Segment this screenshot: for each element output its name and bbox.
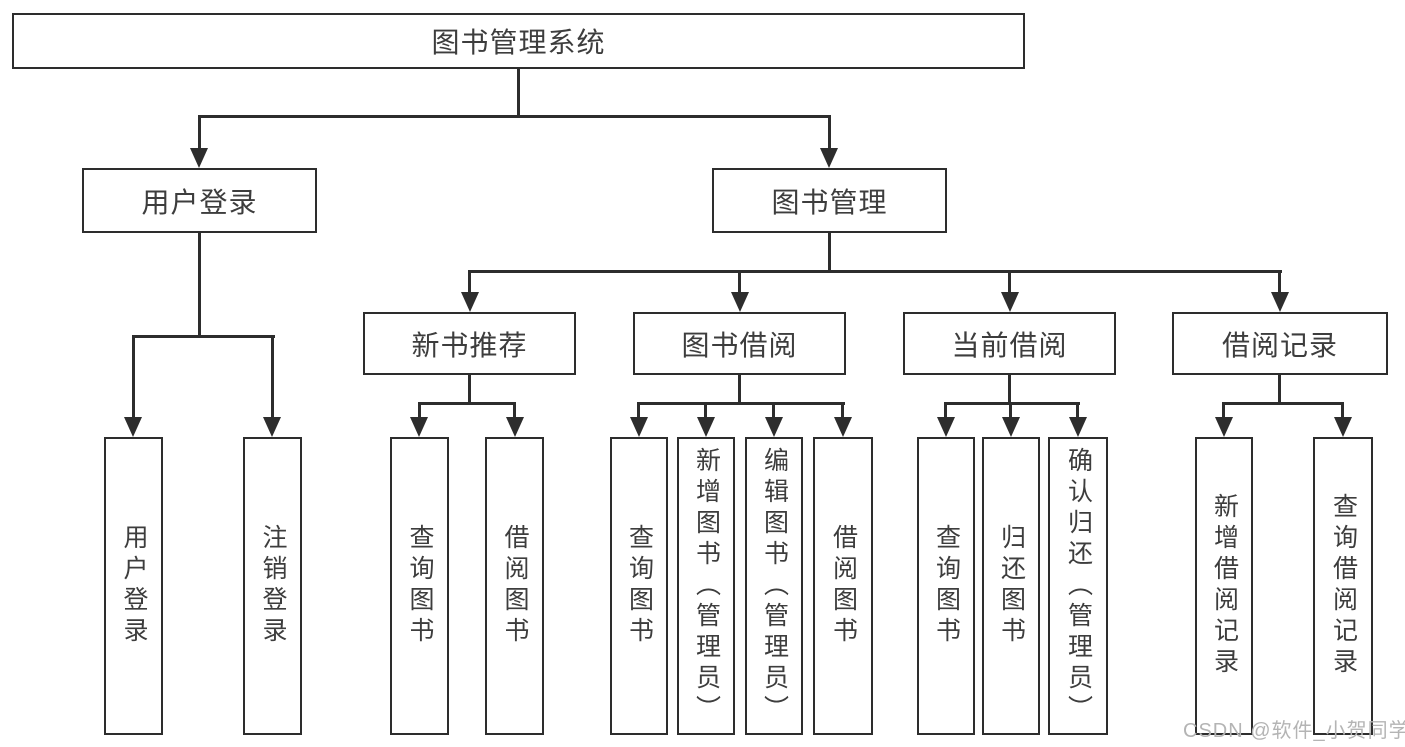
arrowhead-book-borrow bbox=[731, 292, 749, 312]
connector-shaft-query-book-2 bbox=[637, 403, 640, 419]
leaf-confirm-return: 确认归还（管理员） bbox=[1048, 437, 1108, 735]
leaf-add-book: 新增图书（管理员） bbox=[677, 437, 735, 735]
node-root: 图书管理系统 bbox=[12, 13, 1025, 69]
connector-shaft-edit-book bbox=[772, 403, 775, 419]
connector-shaft-book-mgmt bbox=[828, 117, 831, 150]
arrowhead-query-record bbox=[1334, 417, 1352, 437]
connector-root-bar bbox=[198, 115, 831, 118]
arrowhead-leaf-user-login bbox=[124, 417, 142, 437]
leaf-query-book-3: 查询图书 bbox=[917, 437, 975, 735]
leaf-borrow-book-2: 借阅图书 bbox=[813, 437, 873, 735]
leaf-logout-label: 注销登录 bbox=[259, 524, 287, 648]
connector-shaft-book-borrow bbox=[738, 272, 741, 294]
node-new-book-rec-label: 新书推荐 bbox=[411, 329, 528, 361]
connector-borrow-records-trunk bbox=[1278, 375, 1281, 404]
node-borrow-records: 借阅记录 bbox=[1172, 312, 1388, 375]
connector-shaft-add-book bbox=[704, 403, 707, 419]
arrowhead-user-login bbox=[190, 148, 208, 168]
arrowhead-current-borrow bbox=[1001, 292, 1019, 312]
leaf-query-book-1-label: 查询图书 bbox=[406, 524, 434, 648]
node-user-login: 用户登录 bbox=[82, 168, 317, 233]
connector-shaft-new-book-rec bbox=[468, 272, 471, 294]
connector-borrow-records-bar bbox=[1222, 402, 1344, 405]
arrowhead-borrow-book-2 bbox=[834, 417, 852, 437]
connector-user-login-bar bbox=[132, 335, 275, 338]
csdn-watermark: CSDN @软件_小贺同学 bbox=[1183, 720, 1405, 742]
connector-shaft-query-book-1 bbox=[418, 403, 421, 419]
node-current-borrow: 当前借阅 bbox=[903, 312, 1116, 375]
connector-shaft-borrow-book-2 bbox=[841, 403, 844, 419]
leaf-edit-book: 编辑图书（管理员） bbox=[745, 437, 803, 735]
leaf-add-book-label: 新增图书（管理员） bbox=[692, 446, 721, 726]
arrowhead-borrow-records bbox=[1271, 292, 1289, 312]
connector-new-book-rec-bar bbox=[418, 402, 516, 405]
arrowhead-leaf-logout bbox=[263, 417, 281, 437]
leaf-query-record: 查询借阅记录 bbox=[1313, 437, 1373, 735]
node-book-borrow-label: 图书借阅 bbox=[681, 329, 798, 361]
connector-book-mgmt-trunk bbox=[828, 233, 831, 272]
leaf-return-book-label: 归还图书 bbox=[997, 524, 1026, 648]
arrowhead-confirm-return bbox=[1069, 417, 1087, 437]
connector-root-trunk bbox=[517, 69, 520, 117]
node-root-label: 图书管理系统 bbox=[431, 27, 606, 58]
leaf-add-record-label: 新增借阅记录 bbox=[1210, 493, 1239, 679]
arrowhead-return-book bbox=[1002, 417, 1020, 437]
leaf-borrow-book-1: 借阅图书 bbox=[485, 437, 544, 735]
connector-shaft-add-record bbox=[1222, 403, 1225, 419]
connector-shaft-leaf-user-login bbox=[132, 337, 135, 419]
connector-shaft-query-record bbox=[1341, 403, 1344, 419]
node-borrow-records-label: 借阅记录 bbox=[1221, 329, 1338, 361]
connector-user-login-trunk bbox=[198, 233, 201, 337]
node-book-mgmt-label: 图书管理 bbox=[771, 186, 888, 218]
connector-shaft-query-book-3 bbox=[944, 403, 947, 419]
arrowhead-add-book bbox=[697, 417, 715, 437]
connector-shaft-current-borrow bbox=[1008, 272, 1011, 294]
connector-shaft-borrow-records bbox=[1278, 272, 1281, 294]
arrowhead-borrow-book-1 bbox=[506, 417, 524, 437]
connector-book-mgmt-bar bbox=[468, 270, 1282, 273]
node-new-book-rec: 新书推荐 bbox=[363, 312, 576, 375]
leaf-user-login: 用户登录 bbox=[104, 437, 163, 735]
leaf-query-book-3-label: 查询图书 bbox=[932, 524, 961, 648]
leaf-add-record: 新增借阅记录 bbox=[1195, 437, 1253, 735]
connector-shaft-user-login bbox=[198, 117, 201, 150]
connector-shaft-return-book bbox=[1009, 403, 1012, 419]
leaf-query-record-label: 查询借阅记录 bbox=[1329, 493, 1358, 679]
connector-shaft-confirm-return bbox=[1076, 403, 1079, 419]
leaf-user-login-label: 用户登录 bbox=[120, 524, 148, 648]
arrowhead-new-book-rec bbox=[461, 292, 479, 312]
connector-book-borrow-trunk bbox=[738, 375, 741, 404]
arrowhead-add-record bbox=[1215, 417, 1233, 437]
leaf-confirm-return-label: 确认归还（管理员） bbox=[1064, 446, 1093, 726]
leaf-borrow-book-1-label: 借阅图书 bbox=[501, 524, 529, 648]
connector-current-borrow-trunk bbox=[1008, 375, 1011, 404]
connector-shaft-borrow-book-1 bbox=[513, 403, 516, 419]
node-user-login-label: 用户登录 bbox=[141, 186, 258, 218]
arrowhead-book-mgmt bbox=[820, 148, 838, 168]
connector-shaft-leaf-logout bbox=[271, 337, 274, 419]
connector-book-borrow-bar bbox=[637, 402, 845, 405]
leaf-query-book-2: 查询图书 bbox=[610, 437, 668, 735]
node-book-mgmt: 图书管理 bbox=[712, 168, 947, 233]
node-current-borrow-label: 当前借阅 bbox=[951, 329, 1068, 361]
leaf-query-book-2-label: 查询图书 bbox=[625, 524, 654, 648]
connector-new-book-rec-trunk bbox=[468, 375, 471, 404]
leaf-logout: 注销登录 bbox=[243, 437, 302, 735]
arrowhead-query-book-1 bbox=[410, 417, 428, 437]
connector-current-borrow-bar bbox=[944, 402, 1080, 405]
leaf-query-book-1: 查询图书 bbox=[390, 437, 449, 735]
leaf-borrow-book-2-label: 借阅图书 bbox=[829, 524, 858, 648]
arrowhead-edit-book bbox=[765, 417, 783, 437]
leaf-edit-book-label: 编辑图书（管理员） bbox=[760, 446, 789, 726]
leaf-return-book: 归还图书 bbox=[982, 437, 1040, 735]
arrowhead-query-book-3 bbox=[937, 417, 955, 437]
arrowhead-query-book-2 bbox=[630, 417, 648, 437]
node-book-borrow: 图书借阅 bbox=[633, 312, 846, 375]
